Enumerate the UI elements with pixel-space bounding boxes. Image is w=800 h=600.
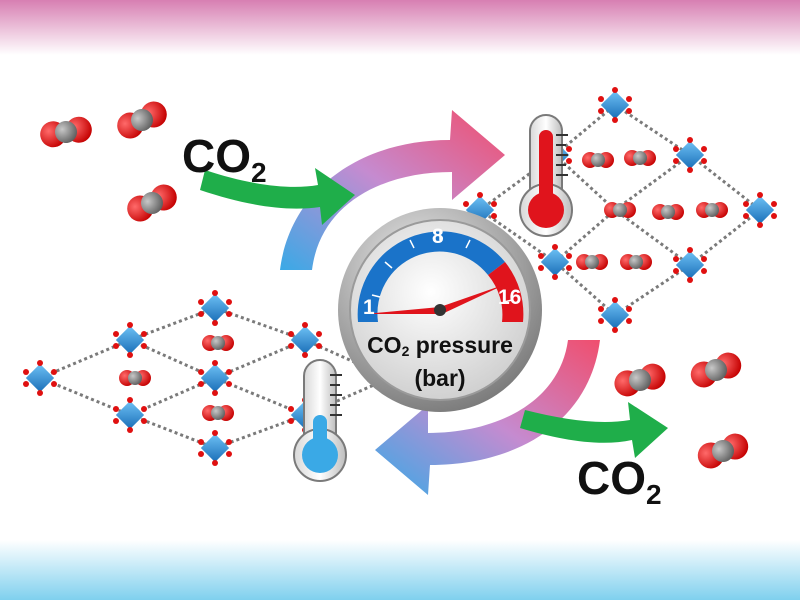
gauge-caption-subscript: 2: [401, 343, 410, 359]
cycle-arrow-bottom: [375, 340, 600, 495]
co2-input-label: CO2: [182, 133, 267, 187]
cycle-arrow-top: [280, 110, 505, 270]
gauge-tick-high: 16: [498, 286, 522, 309]
gauge-tick-mid: 8: [432, 225, 444, 248]
gauge-caption-unit: (bar): [414, 365, 466, 391]
framework-expanded: [477, 103, 763, 317]
co2-input-subscript: 2: [251, 157, 267, 188]
gauge-caption-pressure: pressure: [409, 332, 513, 358]
gauge-caption: CO2 pressure (bar): [330, 332, 550, 392]
bottom-gradient-band: [0, 540, 800, 600]
pressure-gauge: [338, 208, 542, 412]
framework-contracted-nodes: [23, 290, 322, 466]
thermometer-cold-icon: [293, 359, 347, 482]
gauge-tick-low: 1: [363, 296, 375, 319]
top-gradient-band: [0, 0, 800, 55]
gauge-caption-line1: CO2 pressure: [330, 332, 550, 365]
co2-input-text: CO: [182, 130, 251, 182]
thermometer-hot-icon: [519, 114, 573, 237]
co2-output-text: CO: [577, 452, 646, 504]
co2-output-arrow: [520, 402, 668, 458]
free-co2-input-molecules: [38, 97, 182, 226]
gauge-caption-co: CO: [367, 332, 402, 358]
co2-output-subscript: 2: [646, 479, 662, 510]
co2-output-label: CO2: [577, 455, 662, 509]
co2-input-arrow: [200, 168, 355, 225]
